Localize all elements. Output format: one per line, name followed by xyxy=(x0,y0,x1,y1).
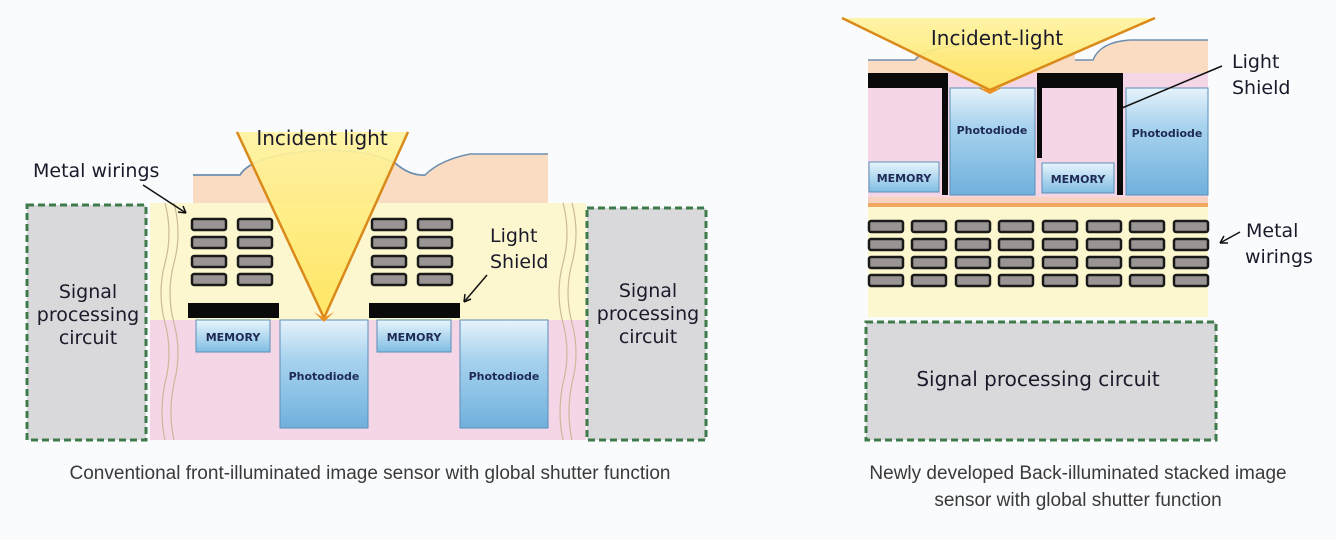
right-caption: Newly developed Back-illuminated stacked… xyxy=(820,460,1336,514)
signal-label-line1: Signal xyxy=(59,281,117,303)
photodiode-block xyxy=(279,319,369,429)
light-shield-label-line2: Shield xyxy=(490,251,548,273)
memory-block xyxy=(376,319,452,353)
light-shield-label-line1: Light xyxy=(1232,51,1279,73)
photodiode-label: Photodiode xyxy=(289,370,360,383)
photodiode-label: Photodiode xyxy=(957,124,1028,137)
photodiode-block xyxy=(459,319,549,429)
light-shield-pointer xyxy=(1121,65,1223,109)
signal-label-line3: circuit xyxy=(619,326,677,348)
memory-block xyxy=(195,319,271,353)
memory-label: MEMORY xyxy=(877,172,933,185)
photodiode-label: Photodiode xyxy=(1132,127,1203,140)
light-shield-bar xyxy=(369,303,460,318)
light-arrowhead xyxy=(314,312,334,322)
incident-light-cone xyxy=(842,18,1155,92)
photodiode-block xyxy=(949,87,1036,196)
right-diagram: Photodiode Photodiode MEMORY MEMORY Inci… xyxy=(841,16,1313,442)
signal-label-line2: processing xyxy=(37,304,139,326)
memory-label: MEMORY xyxy=(1051,173,1107,186)
memory-label: MEMORY xyxy=(206,331,262,344)
photodiode-label: Photodiode xyxy=(469,370,540,383)
metal-wirings-pointer xyxy=(1219,231,1241,244)
signal-label-line3: circuit xyxy=(59,327,117,349)
light-ray xyxy=(841,16,991,92)
metal-wirings-label-line1: Metal xyxy=(1246,220,1298,242)
incident-light-label: Incident light xyxy=(256,126,387,150)
incident-light-label: Incident-light xyxy=(931,26,1063,50)
memory-block xyxy=(1041,162,1115,194)
light-shield-label-line1: Light xyxy=(490,225,537,247)
light-shield-label-line2: Shield xyxy=(1232,77,1290,99)
left-caption: Conventional front-illuminated image sen… xyxy=(69,463,671,484)
metal-wirings-pointer xyxy=(142,184,187,214)
memory-block xyxy=(868,161,940,193)
interface-line xyxy=(868,203,1208,207)
break-line xyxy=(160,202,170,441)
signal-processing-box xyxy=(864,320,1218,442)
photodiode-block xyxy=(1125,87,1209,196)
light-ray xyxy=(322,131,410,319)
left-diagram: MEMORY MEMORY Photodiode Photodiode Inci… xyxy=(25,126,708,442)
incident-light-cone xyxy=(237,132,408,320)
signal-processing-box-left xyxy=(25,203,148,442)
light-ray xyxy=(989,16,1156,92)
light-shield-bar xyxy=(868,73,948,88)
signal-processing-label: Signal processing circuit xyxy=(916,367,1159,391)
signal-label-line2: processing xyxy=(597,303,699,325)
right-caption-line2: sensor with global shutter function xyxy=(934,490,1222,511)
signal-processing-box-right xyxy=(585,206,708,442)
break-line xyxy=(558,202,568,441)
metal-wirings-label-line2: wirings xyxy=(1245,246,1313,268)
right-caption-line1: Newly developed Back-illuminated stacked… xyxy=(869,463,1287,484)
signal-label-line1: Signal xyxy=(619,280,677,302)
light-shield-bar xyxy=(188,303,279,318)
light-shield-pointer xyxy=(463,274,488,303)
light-shield-bar xyxy=(1037,73,1123,88)
metal-wirings-label: Metal wirings xyxy=(33,160,159,182)
light-ray xyxy=(235,131,326,319)
memory-label: MEMORY xyxy=(387,331,443,344)
